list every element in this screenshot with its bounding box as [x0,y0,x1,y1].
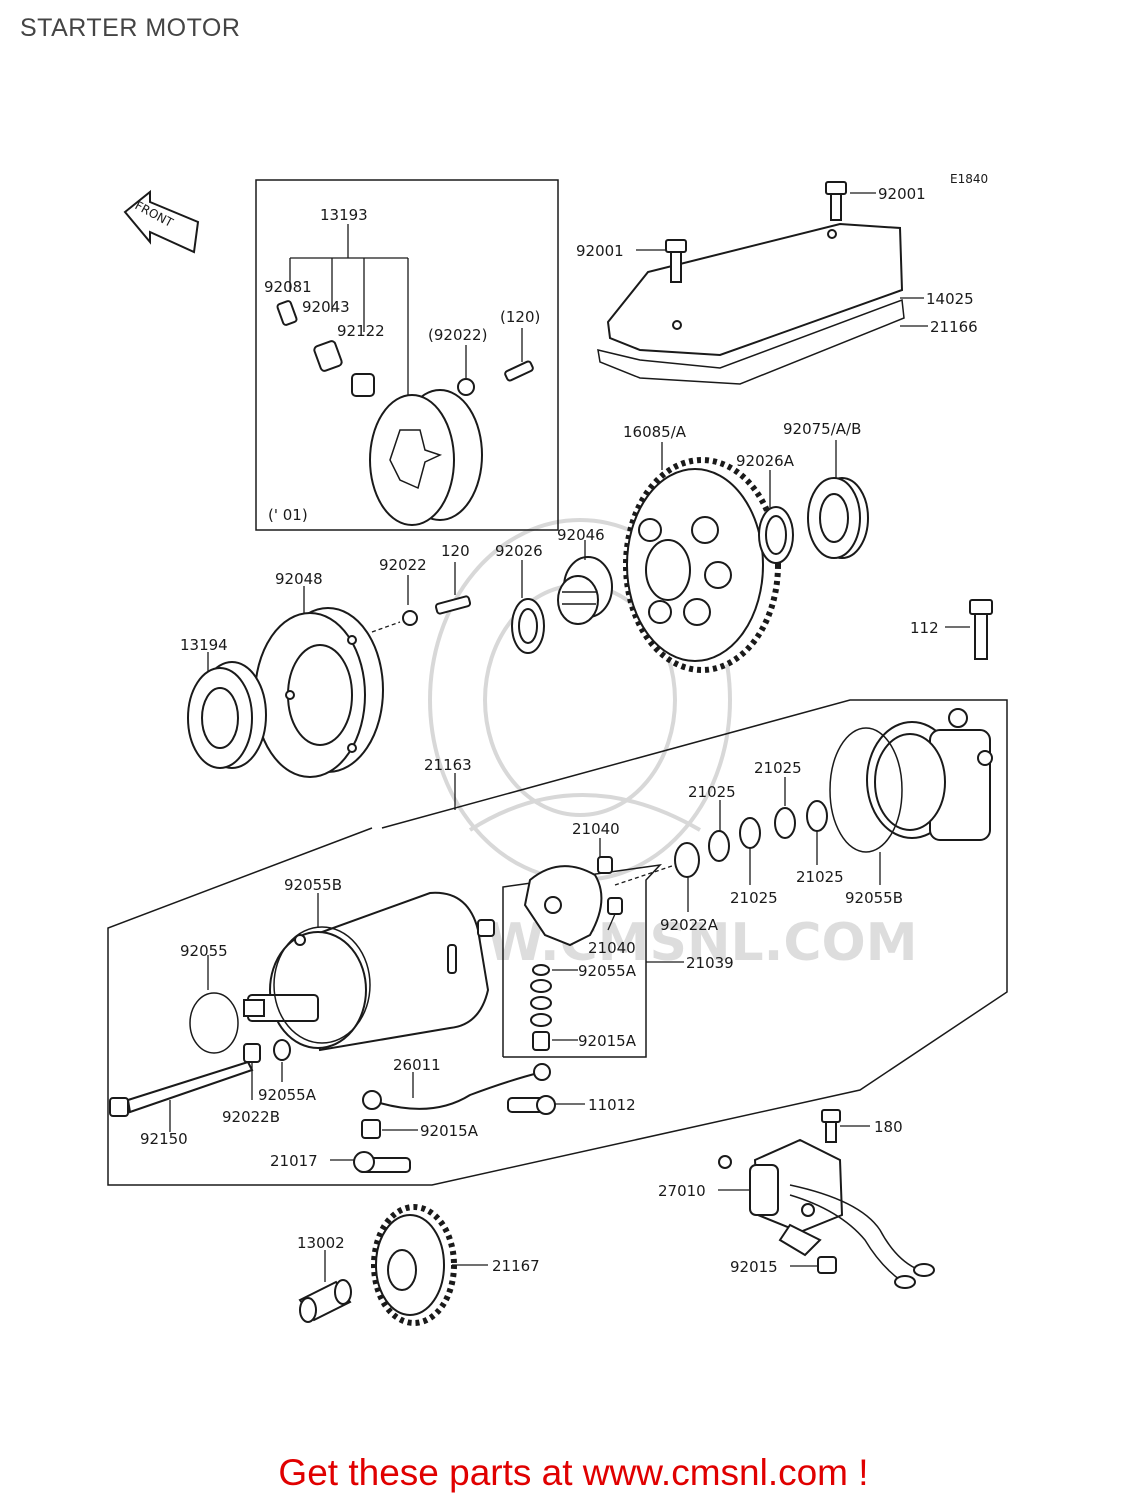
label-92022B: 92022B [222,1108,280,1126]
label-16085: 16085/A [623,423,687,441]
brush-plate-box [502,863,662,1058]
roller-part [351,373,375,397]
label-21163: 21163 [424,756,472,774]
diagram-code: E1840 [950,172,988,186]
label-92122: 92122 [337,322,385,340]
pin-part [313,340,343,372]
bearing-92075 [807,477,869,559]
bolt-part [504,360,534,382]
clutch-housing-92048 [254,607,384,778]
end-cover-right [866,708,993,841]
label-21025-a: 21025 [754,759,802,777]
idler-gear-21167 [371,1204,457,1326]
label-92048: 92048 [275,570,323,588]
label-120-paren: (120) [500,308,540,326]
label-92081: 92081 [264,278,312,296]
label-13002: 13002 [297,1234,345,1252]
starter-clutch-gear [623,457,781,673]
label-21017: 21017 [270,1152,318,1170]
label-92026: 92026 [495,542,543,560]
label-92015: 92015 [730,1258,778,1276]
label-92075: 92075/A/B [783,420,861,438]
label-112: 112 [910,619,939,637]
terminal-11012 [507,1095,556,1115]
label-14025: 14025 [926,290,974,308]
label-92150: 92150 [140,1130,188,1148]
label-21166: 21166 [930,318,978,336]
label-180: 180 [874,1118,903,1136]
label-21040-b: 21040 [588,939,636,957]
o-ring-92055A-b [273,1039,291,1061]
o-ring-92055B-right [829,727,903,853]
nut-92015A-b [361,1119,381,1139]
label-21025-b: 21025 [688,783,736,801]
lead-26011 [362,1063,551,1110]
promo-text[interactable]: Get these parts at www.cmsnl.com ! [278,1452,869,1493]
label-21167: 21167 [492,1257,540,1275]
cover-14025 [597,222,905,385]
terminal-stack [530,964,552,1051]
label-92055B-b: 92055B [845,889,903,907]
front-arrow: FRONT [123,189,200,254]
label-92055A-a: 92055A [578,962,637,980]
o-ring-92055 [189,992,239,1054]
label-11012: 11012 [588,1096,636,1114]
label-26011: 26011 [393,1056,441,1074]
collar-13002 [298,1279,352,1323]
label-92022-paren: (92022) [428,326,487,344]
label-13194: 13194 [180,636,228,654]
label-92001-a: 92001 [576,242,624,260]
washer-92026A [758,506,794,564]
label-120: 120 [441,542,470,560]
parts-diagram: WWW.CMSNL.COM FRONT E1840 13193 92081 92… [107,172,1008,1326]
label-92001-b: 92001 [878,185,926,203]
washer-92022 [402,610,418,626]
label-92015A-b: 92015A [420,1122,479,1140]
assembly-frame [107,699,1008,1186]
washer-part [457,378,475,396]
group-box-01 [255,179,559,531]
label-92055: 92055 [180,942,228,960]
label-year-01: (' 01) [268,506,308,524]
washer-92026 [511,598,545,654]
label-92043: 92043 [302,298,350,316]
label-92022A: 92022A [660,916,719,934]
bolt-180 [821,1109,841,1143]
brush-washers [708,800,828,862]
label-92026A: 92026A [736,452,795,470]
brush-21040-a [597,856,613,874]
label-21025-c: 21025 [730,889,778,907]
label-13193: 13193 [320,206,368,224]
bolt-112 [969,599,993,660]
needle-bearing-92046 [557,556,613,625]
page-title: STARTER MOTOR [20,14,241,42]
label-27010: 27010 [658,1182,706,1200]
label-21025-d: 21025 [796,868,844,886]
label-92055B-a: 92055B [284,876,342,894]
label-21039: 21039 [686,954,734,972]
label-21040-a: 21040 [572,820,620,838]
brush-plate-21039 [523,865,603,947]
spring-part [276,300,298,326]
nut-92015 [817,1256,837,1274]
label-92015A-a: 92015A [578,1032,637,1050]
terminal-21017 [353,1151,411,1173]
bolt-92001-b [825,181,847,221]
washer-92022A [674,842,700,878]
label-92022: 92022 [379,556,427,574]
plate-92022B [243,1043,261,1063]
brush-21040-b [607,897,623,915]
starter-motor-body [243,891,495,1052]
bolt-92001-a [665,239,687,283]
label-92055A-b: 92055A [258,1086,317,1104]
label-92046: 92046 [557,526,605,544]
one-way-clutch-13194 [187,661,267,769]
one-way-clutch-01 [369,389,483,526]
bolt-120 [434,595,472,615]
